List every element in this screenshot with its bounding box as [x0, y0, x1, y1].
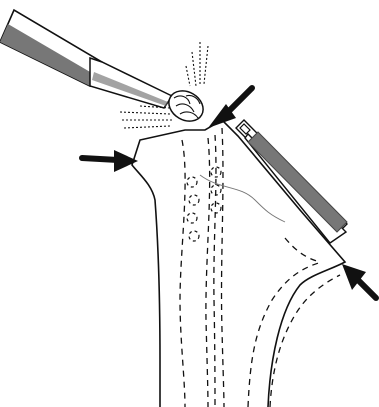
- bone-outline: [132, 120, 345, 407]
- arrow-bottom-right: [342, 264, 376, 298]
- burr-head: [163, 85, 208, 127]
- burr-tool: [0, 10, 209, 127]
- arrow-left: [82, 150, 138, 172]
